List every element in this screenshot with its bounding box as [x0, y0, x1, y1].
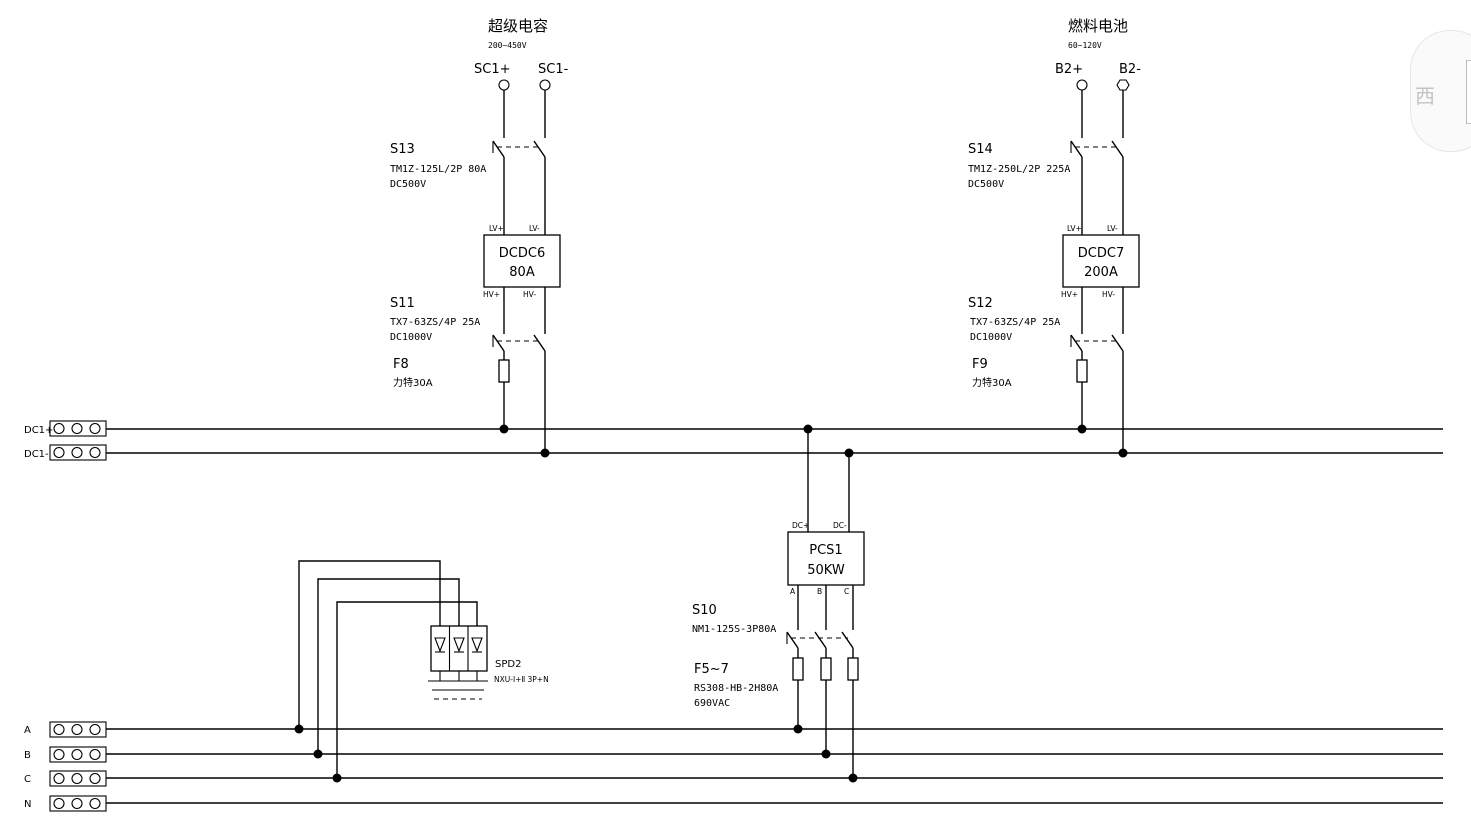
- f5-7-model: RS308-HB-2H80A: [694, 683, 778, 694]
- f5-7-name: F5~7: [694, 662, 729, 677]
- fuse-f8: [498, 359, 510, 383]
- supercap-terminal-neg-label: SC1-: [538, 62, 569, 77]
- fuse-f5-7: [792, 648, 859, 778]
- s11-model: TX7-63ZS/4P 25A: [390, 317, 480, 328]
- f5-7-rating: 690VAC: [694, 698, 730, 709]
- dcdc6-hv-neg: HV-: [523, 290, 536, 299]
- breaker-s12: [1070, 334, 1124, 352]
- dc-bus-negative: DC1-: [24, 444, 1443, 461]
- spd2-name: SPD2: [495, 659, 521, 670]
- supercap-branch: 超级电容 200~450V SC1+ SC1- S13 TM1Z-125L/2P…: [390, 17, 569, 453]
- pcs-phase-c: C: [844, 587, 849, 596]
- floating-side-widget[interactable]: [1410, 30, 1471, 152]
- spd2-surge-protector: [298, 560, 488, 778]
- dcdc7-current: 200A: [1084, 265, 1118, 280]
- ac-bus-c: C: [24, 770, 1443, 787]
- pcs-phase-a: A: [790, 587, 796, 596]
- pcs-name: PCS1: [809, 543, 842, 558]
- s12-rating: DC1000V: [970, 332, 1012, 343]
- s10-model: NM1-125S-3P80A: [692, 624, 776, 635]
- ac-bus-b: B: [24, 746, 1443, 763]
- fuse-f9: [1076, 359, 1088, 383]
- f9-name: F9: [972, 357, 988, 372]
- supercap-title: 超级电容: [488, 17, 548, 35]
- fuelcell-terminal-pos: [1076, 79, 1088, 91]
- supercap-voltage-range: 200~450V: [488, 41, 527, 50]
- dcdc7-box: [1062, 234, 1140, 288]
- side-widget-handle[interactable]: [1466, 60, 1471, 124]
- dc-bus-positive: DC1+: [24, 420, 1443, 437]
- supercap-terminal-pos-label: SC1+: [474, 62, 511, 77]
- dcdc7-lv-pos: LV+: [1067, 224, 1082, 233]
- fuelcell-branch: 燃料电池 60~120V B2+ B2- S14 TM1Z-250L/2P 22…: [968, 17, 1141, 453]
- pcs-phase-b: B: [817, 587, 822, 596]
- s13-name: S13: [390, 142, 415, 157]
- bus-a-label: A: [24, 725, 31, 736]
- bus-dc-pos-label: DC1+: [24, 425, 53, 436]
- fuelcell-voltage-range: 60~120V: [1068, 41, 1102, 50]
- s13-rating: DC500V: [390, 179, 426, 190]
- s12-model: TX7-63ZS/4P 25A: [970, 317, 1060, 328]
- dcdc7-hv-neg: HV-: [1102, 290, 1115, 299]
- supercap-terminal-neg: [539, 79, 551, 91]
- s14-name: S14: [968, 142, 993, 157]
- bus-c-label: C: [24, 774, 31, 785]
- ac-bus-n: N: [24, 795, 1443, 812]
- dcdc6-lv-neg: LV-: [529, 224, 540, 233]
- fuelcell-title: 燃料电池: [1068, 17, 1128, 35]
- fuelcell-terminal-neg-label: B2-: [1119, 62, 1141, 77]
- bus-dc-neg-label: DC1-: [24, 449, 49, 460]
- s10-name: S10: [692, 603, 717, 618]
- dcdc6-box: [483, 234, 561, 288]
- s14-model: TM1Z-250L/2P 225A: [968, 164, 1070, 175]
- pcs-dc-neg: DC-: [833, 521, 847, 530]
- supercap-terminal-pos: [498, 79, 510, 91]
- bus-b-label: B: [24, 750, 31, 761]
- breaker-s11: [492, 334, 546, 352]
- breaker-s10: [786, 585, 854, 649]
- dcdc6-hv-pos: HV+: [483, 290, 500, 299]
- pcs-dc-pos: DC+: [792, 521, 809, 530]
- s12-name: S12: [968, 296, 993, 311]
- f8-name: F8: [393, 357, 409, 372]
- dcdc7-lv-neg: LV-: [1107, 224, 1118, 233]
- spd2-model: NXU-Ⅰ+Ⅱ 3P+N: [494, 675, 549, 684]
- pcs-power: 50KW: [807, 563, 845, 578]
- s11-name: S11: [390, 296, 415, 311]
- breaker-s14: [1070, 140, 1124, 158]
- ac-bus-a: A: [24, 721, 1443, 738]
- s13-model: TM1Z-125L/2P 80A: [390, 164, 486, 175]
- dcdc6-name: DCDC6: [499, 246, 545, 261]
- fuelcell-terminal-neg: [1116, 79, 1130, 91]
- dcdc6-current: 80A: [509, 265, 535, 280]
- fuelcell-terminal-pos-label: B2+: [1055, 62, 1083, 77]
- dcdc6-lv-pos: LV+: [489, 224, 504, 233]
- side-widget-label[interactable]: 西: [1415, 84, 1435, 108]
- breaker-s13: [492, 140, 546, 158]
- f8-spec: 力特30A: [393, 376, 433, 389]
- f9-spec: 力特30A: [972, 376, 1012, 389]
- dcdc7-hv-pos: HV+: [1061, 290, 1078, 299]
- s14-rating: DC500V: [968, 179, 1004, 190]
- dcdc7-name: DCDC7: [1078, 246, 1124, 261]
- s11-rating: DC1000V: [390, 332, 432, 343]
- bus-n-label: N: [24, 799, 31, 810]
